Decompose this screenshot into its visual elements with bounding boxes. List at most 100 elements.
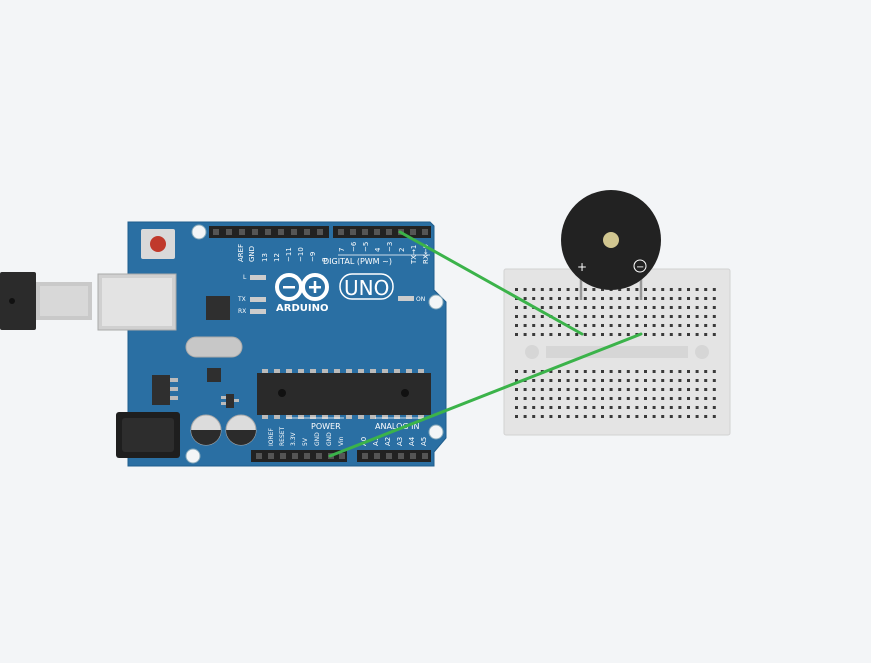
breadboard-hole[interactable] (583, 388, 587, 391)
breadboard-hole[interactable] (678, 397, 682, 400)
breadboard-hole[interactable] (549, 288, 553, 291)
breadboard-hole[interactable] (532, 297, 536, 300)
breadboard-hole[interactable] (652, 306, 656, 309)
breadboard-hole[interactable] (566, 297, 570, 300)
breadboard-hole[interactable] (635, 397, 639, 400)
breadboard-hole[interactable] (592, 406, 596, 409)
breadboard-hole[interactable] (626, 306, 630, 309)
breadboard-hole[interactable] (532, 333, 536, 336)
breadboard-hole[interactable] (515, 288, 518, 291)
breadboard-hole[interactable] (695, 397, 699, 400)
breadboard-hole[interactable] (558, 406, 561, 409)
breadboard-hole[interactable] (592, 333, 596, 336)
breadboard-hole[interactable] (523, 297, 527, 300)
breadboard-hole[interactable] (523, 397, 527, 400)
breadboard-hole[interactable] (687, 306, 690, 309)
breadboard-hole[interactable] (549, 388, 553, 391)
breadboard-hole[interactable] (549, 406, 553, 409)
breadboard-hole[interactable] (618, 333, 622, 336)
breadboard-hole[interactable] (523, 288, 527, 291)
breadboard-hole[interactable] (558, 388, 561, 391)
breadboard-hole[interactable] (652, 370, 656, 373)
breadboard-hole[interactable] (566, 406, 570, 409)
breadboard-hole[interactable] (635, 388, 639, 391)
breadboard-hole[interactable] (661, 415, 665, 418)
breadboard-hole[interactable] (575, 324, 579, 327)
breadboard-hole[interactable] (515, 406, 518, 409)
breadboard-hole[interactable] (704, 397, 708, 400)
breadboard-hole[interactable] (549, 370, 553, 373)
breadboard-hole[interactable] (583, 379, 587, 382)
breadboard-hole[interactable] (712, 315, 716, 318)
breadboard-hole[interactable] (549, 306, 553, 309)
breadboard-hole[interactable] (515, 388, 518, 391)
breadboard-hole[interactable] (515, 315, 518, 318)
breadboard-hole[interactable] (687, 333, 690, 336)
breadboard-hole[interactable] (644, 370, 647, 373)
breadboard-hole[interactable] (549, 297, 553, 300)
breadboard-hole[interactable] (609, 388, 613, 391)
breadboard-hole[interactable] (583, 415, 587, 418)
breadboard-hole[interactable] (583, 288, 587, 291)
breadboard-hole[interactable] (558, 415, 561, 418)
breadboard-hole[interactable] (678, 306, 682, 309)
breadboard-hole[interactable] (678, 333, 682, 336)
breadboard-hole[interactable] (592, 415, 596, 418)
breadboard-hole[interactable] (601, 370, 604, 373)
breadboard-hole[interactable] (601, 288, 604, 291)
breadboard-hole[interactable] (575, 415, 579, 418)
breadboard-hole[interactable] (678, 315, 682, 318)
breadboard-hole[interactable] (583, 315, 587, 318)
breadboard-hole[interactable] (652, 415, 656, 418)
breadboard-hole[interactable] (583, 370, 587, 373)
breadboard-hole[interactable] (601, 297, 604, 300)
breadboard-hole[interactable] (661, 333, 665, 336)
breadboard-hole[interactable] (635, 324, 639, 327)
breadboard-hole[interactable] (687, 288, 690, 291)
breadboard-hole[interactable] (678, 288, 682, 291)
breadboard-hole[interactable] (695, 333, 699, 336)
breadboard-hole[interactable] (661, 315, 665, 318)
breadboard-hole[interactable] (601, 415, 604, 418)
breadboard-hole[interactable] (635, 379, 639, 382)
breadboard-hole[interactable] (626, 415, 630, 418)
breadboard-hole[interactable] (549, 333, 553, 336)
breadboard-hole[interactable] (523, 315, 527, 318)
breadboard-hole[interactable] (652, 288, 656, 291)
breadboard-hole[interactable] (558, 288, 561, 291)
breadboard-hole[interactable] (566, 333, 570, 336)
breadboard-hole[interactable] (515, 324, 518, 327)
breadboard-hole[interactable] (669, 306, 673, 309)
breadboard-hole[interactable] (687, 324, 690, 327)
breadboard-hole[interactable] (687, 415, 690, 418)
breadboard-hole[interactable] (678, 297, 682, 300)
breadboard-hole[interactable] (540, 315, 544, 318)
breadboard-hole[interactable] (540, 333, 544, 336)
breadboard-hole[interactable] (678, 370, 682, 373)
breadboard-hole[interactable] (601, 406, 604, 409)
breadboard-hole[interactable] (678, 415, 682, 418)
breadboard-hole[interactable] (669, 370, 673, 373)
breadboard-hole[interactable] (687, 297, 690, 300)
breadboard-hole[interactable] (592, 388, 596, 391)
breadboard-hole[interactable] (583, 297, 587, 300)
breadboard-hole[interactable] (704, 288, 708, 291)
breadboard-hole[interactable] (618, 297, 622, 300)
breadboard-hole[interactable] (669, 406, 673, 409)
breadboard-hole[interactable] (618, 315, 622, 318)
breadboard-hole[interactable] (652, 315, 656, 318)
breadboard-hole[interactable] (678, 388, 682, 391)
breadboard-hole[interactable] (618, 370, 622, 373)
breadboard-hole[interactable] (540, 397, 544, 400)
breadboard-hole[interactable] (695, 306, 699, 309)
breadboard-hole[interactable] (558, 324, 561, 327)
breadboard-hole[interactable] (575, 306, 579, 309)
breadboard-hole[interactable] (532, 324, 536, 327)
breadboard-hole[interactable] (609, 379, 613, 382)
breadboard-hole[interactable] (644, 379, 647, 382)
breadboard-hole[interactable] (695, 297, 699, 300)
breadboard-hole[interactable] (644, 388, 647, 391)
breadboard-hole[interactable] (644, 297, 647, 300)
breadboard-hole[interactable] (549, 379, 553, 382)
breadboard-hole[interactable] (661, 370, 665, 373)
